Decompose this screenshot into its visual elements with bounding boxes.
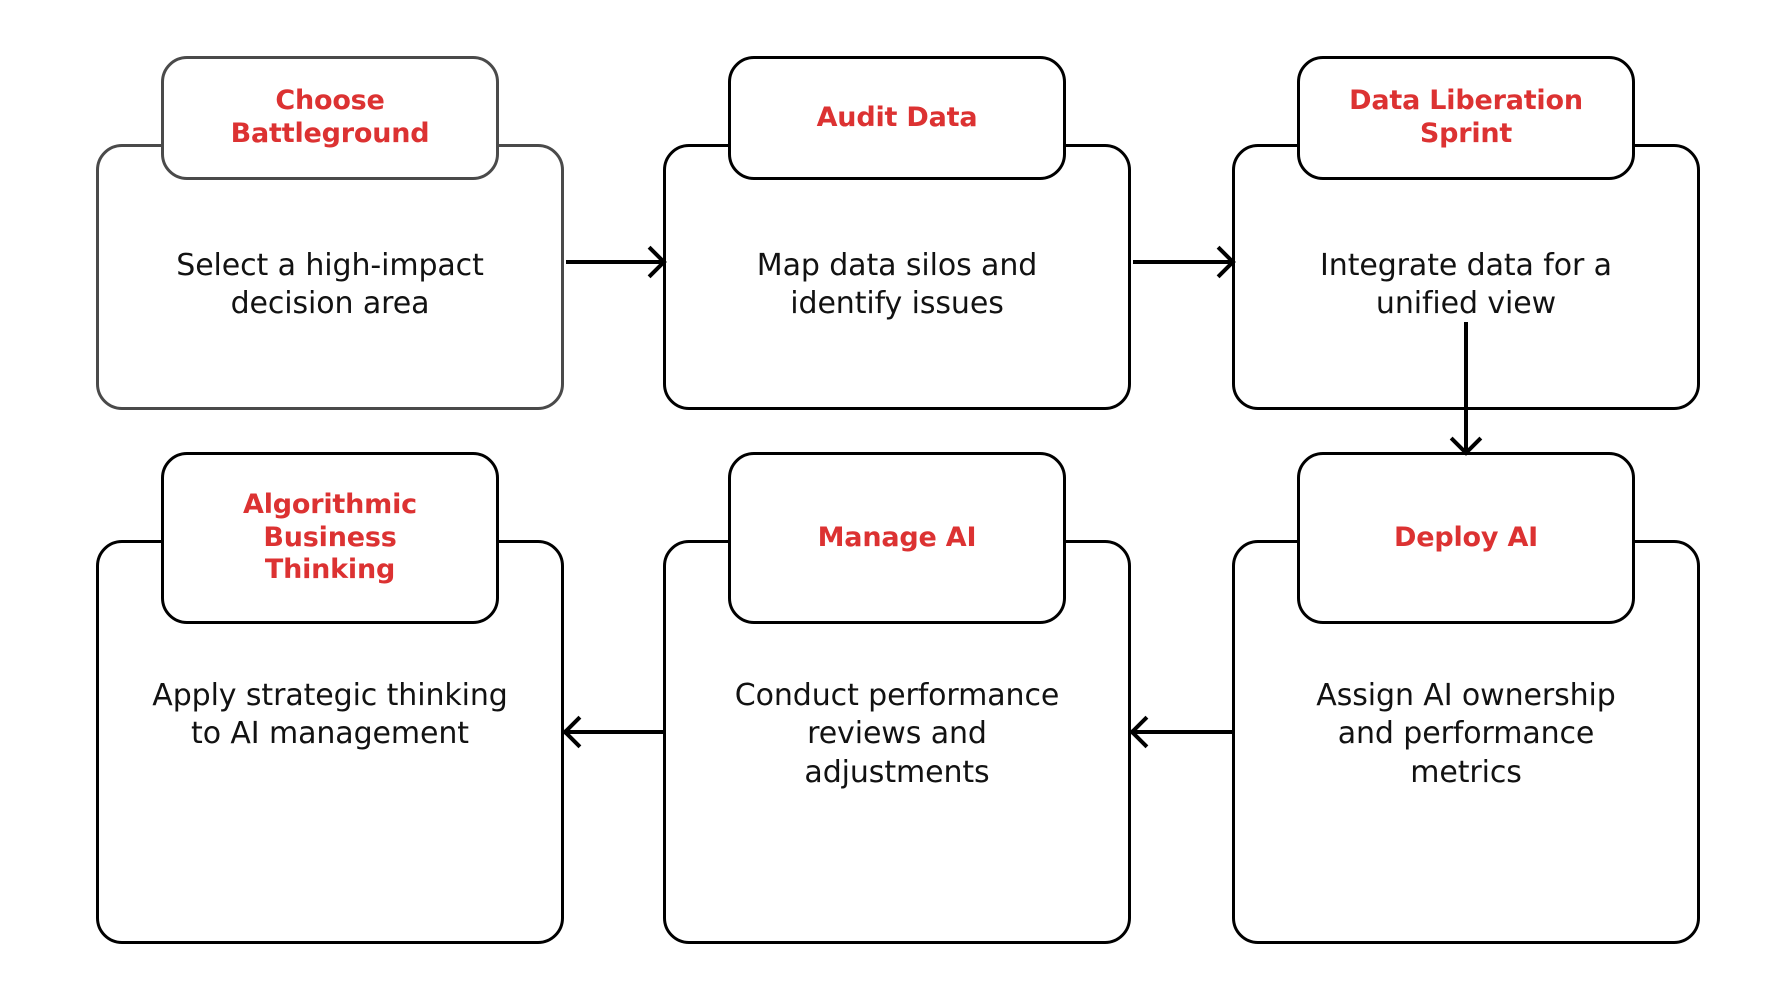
arrow-shaft [566, 730, 663, 734]
connector-arrow-choose-battleground-to-audit-data [566, 245, 667, 279]
arrow-shaft [566, 260, 663, 264]
arrow-shaft [1133, 260, 1232, 264]
step-title-box-audit-data[interactable]: Audit Data [728, 56, 1066, 180]
step-title-deploy-ai: Deploy AI [1394, 521, 1538, 553]
arrow-shaft [1464, 322, 1468, 452]
connector-arrow-deploy-ai-to-manage-ai [1129, 715, 1232, 749]
arrow-head-left-icon [562, 715, 595, 749]
connector-arrow-data-liberation-sprint-to-deploy-ai [1449, 322, 1483, 456]
arrow-head-right-icon [634, 245, 667, 279]
step-title-box-manage-ai[interactable]: Manage AI [728, 452, 1066, 624]
connector-arrow-audit-data-to-data-liberation-sprint [1133, 245, 1236, 279]
arrow-head-down-icon [1449, 423, 1483, 456]
step-title-box-deploy-ai[interactable]: Deploy AI [1297, 452, 1635, 624]
arrow-head-right-icon [1203, 245, 1236, 279]
step-title-manage-ai: Manage AI [817, 521, 977, 553]
arrow-head-left-icon [1129, 715, 1162, 749]
step-title-audit-data: Audit Data [816, 101, 978, 133]
arrow-shaft [1133, 730, 1232, 734]
connector-arrow-manage-ai-to-algorithmic-business-thinking [562, 715, 663, 749]
